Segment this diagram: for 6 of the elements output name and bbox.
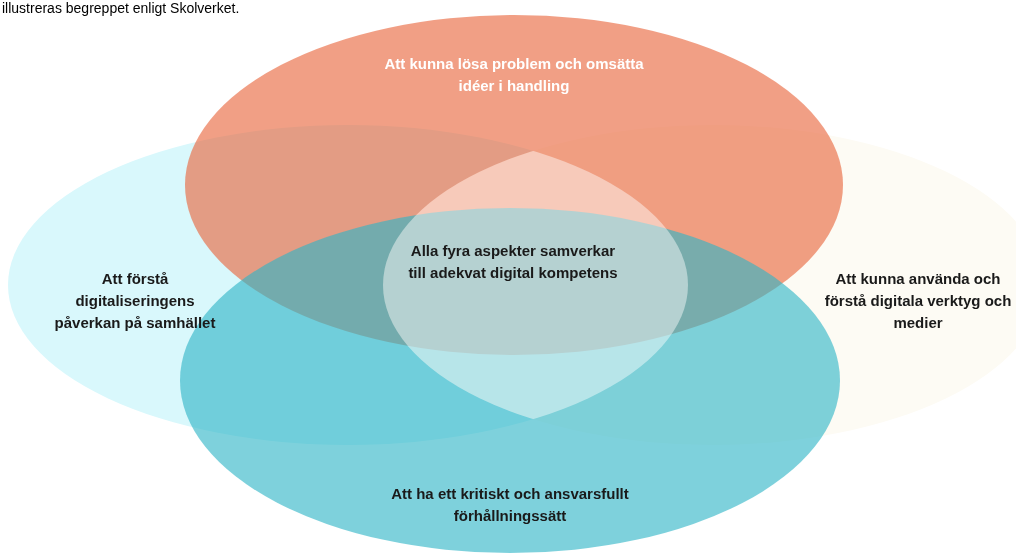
center-label: Alla fyra aspekter samverkar till adekvat digital kompetens — [407, 241, 619, 283]
ellipse-label: Att ha ett kritiskt och ansvarsfullt förhållningssätt — [390, 484, 630, 526]
caption-text: illustreras begreppet enligt Skolverket. — [2, 0, 240, 16]
ellipse-label: Att förstå digitaliseringens påverkan på samhället — [53, 269, 217, 333]
ellipse-label: Att kunna lösa problem och omsätta idéer i handling — [384, 54, 644, 96]
ellipse-label: Att kunna använda och förstå digitala verktyg och medier — [823, 269, 1013, 333]
